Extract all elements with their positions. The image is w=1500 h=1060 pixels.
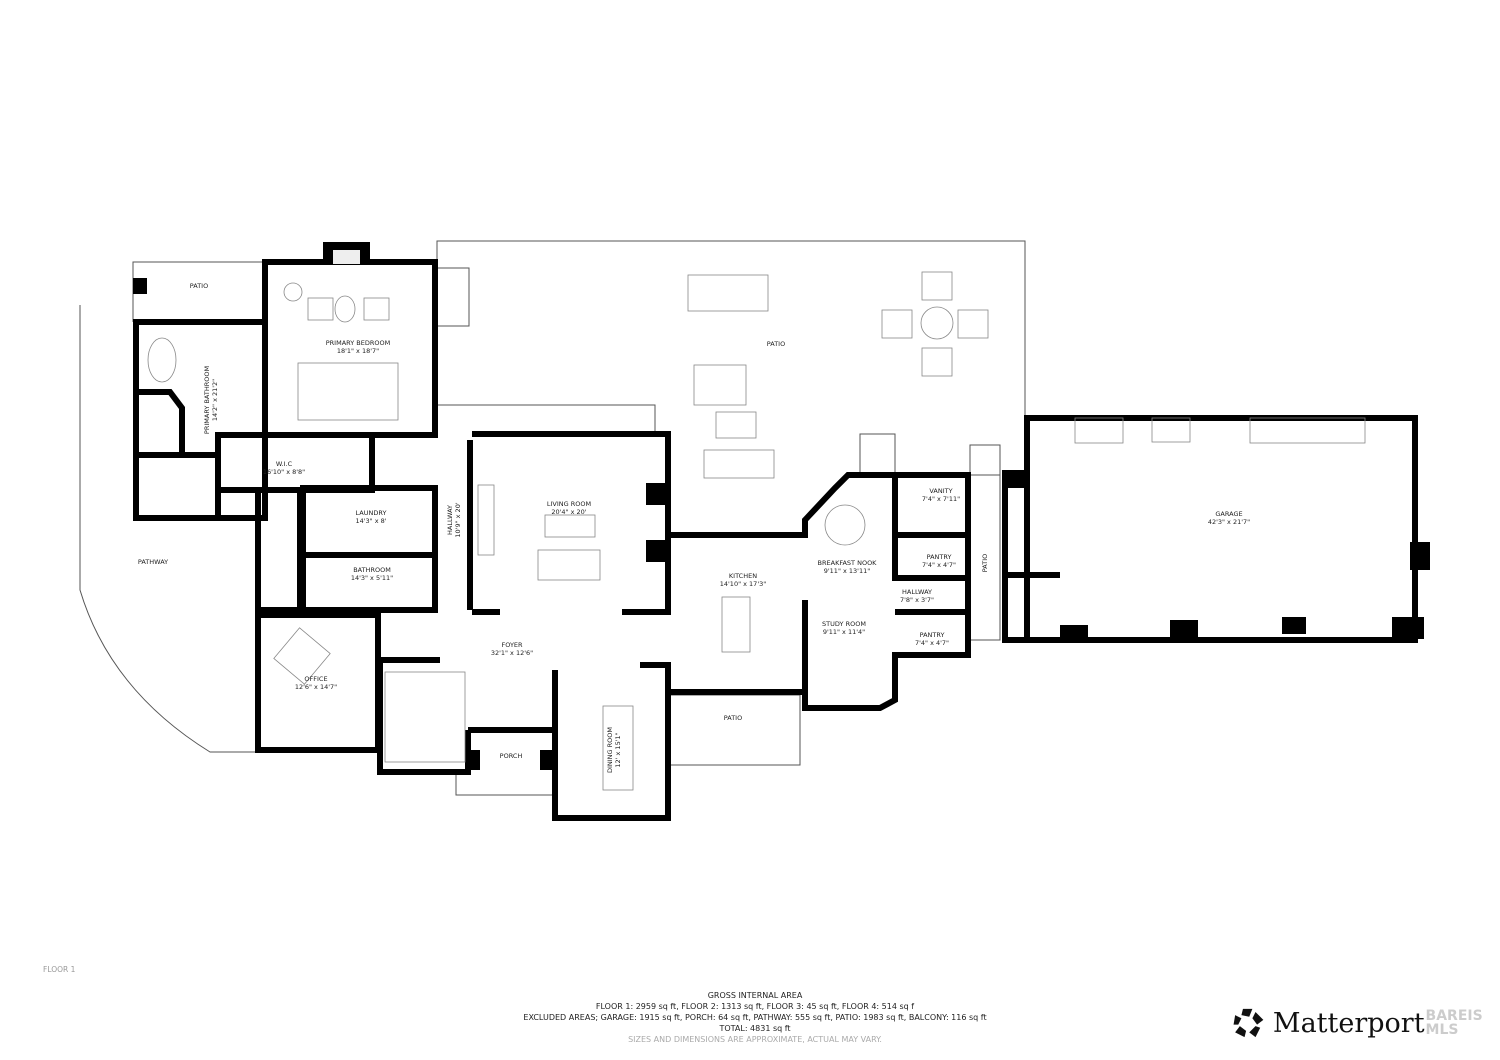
dims-hallway-main: 10'9" x 20': [454, 502, 462, 537]
dims-living-room: 20'4" x 20': [551, 508, 586, 516]
dims-primary-bedroom: 18'1" x 18'7": [337, 347, 379, 355]
dims-bathroom: 14'3" x 5'11": [351, 574, 393, 582]
outdoor-outlines: [79, 240, 1026, 796]
label-patio-left: PATIO: [190, 282, 208, 290]
dims-laundry: 14'3" x 8': [355, 517, 386, 525]
dims-study-room: 9'11" x 11'4": [823, 628, 865, 636]
dims-primary-bathroom: 14'2" x 21'2": [211, 379, 219, 421]
label-primary-bedroom: PRIMARY BEDROOM: [326, 339, 390, 347]
label-dining-room: DINING ROOM: [606, 727, 614, 773]
dims-dining-room: 12' x 15'1": [614, 732, 622, 767]
dims-garage: 42'3" x 21'7": [1208, 518, 1250, 526]
label-office: OFFICE: [304, 675, 327, 683]
dims-breakfast-nook: 9'11" x 13'11": [824, 567, 870, 575]
area-total: TOTAL: 4831 sq ft: [719, 1024, 791, 1033]
area-disclaimer: SIZES AND DIMENSIONS ARE APPROXIMATE, AC…: [628, 1035, 882, 1044]
label-living-room: LIVING ROOM: [547, 500, 591, 508]
area-heading: GROSS INTERNAL AREA: [707, 991, 803, 1000]
label-breakfast-nook: BREAKFAST NOOK: [818, 559, 878, 567]
label-patio-kitchen: PATIO: [724, 714, 742, 722]
label-kitchen: KITCHEN: [729, 572, 757, 580]
dims-office: 12'6" x 14'7": [295, 683, 337, 691]
area-floors: FLOOR 1: 2959 sq ft, FLOOR 2: 1313 sq ft…: [595, 1002, 915, 1011]
label-primary-bathroom: PRIMARY BATHROOM: [203, 366, 211, 434]
label-pathway: PATHWAY: [138, 558, 168, 566]
matterport-logo-icon: [1233, 1008, 1264, 1038]
label-wic: W.I.C: [276, 460, 293, 468]
walls: [133, 242, 1430, 821]
room-labels: PATIO PATIO PATIO PATIO PATHWAY PRIMARY …: [138, 282, 1250, 773]
matterport-branding: Matterport BAREIS MLS: [1232, 1003, 1500, 1043]
label-hallway-small: HALLWAY: [902, 588, 932, 596]
label-vanity: VANITY: [929, 487, 952, 495]
dims-pantry-2: 7'4" x 4'7": [915, 639, 949, 647]
dims-foyer: 32'1" x 12'6": [491, 649, 533, 657]
label-pantry-2: PANTRY: [920, 631, 945, 639]
label-study-room: STUDY ROOM: [822, 620, 866, 628]
label-garage: GARAGE: [1215, 510, 1242, 518]
matterport-logo-text: Matterport: [1272, 1007, 1425, 1039]
label-bathroom: BATHROOM: [353, 566, 391, 574]
patio-post: [133, 278, 147, 294]
label-hallway-main: HALLWAY: [446, 505, 454, 535]
label-porch: PORCH: [500, 752, 523, 760]
label-foyer: FOYER: [501, 641, 523, 649]
label-patio-side: PATIO: [981, 554, 989, 572]
dims-vanity: 7'4" x 7'11": [922, 495, 960, 503]
label-laundry: LAUNDRY: [356, 509, 387, 517]
label-pantry-1: PANTRY: [927, 553, 952, 561]
area-excluded: EXCLUDED AREAS; GARAGE: 1915 sq ft, PORC…: [523, 1013, 987, 1022]
dims-kitchen: 14'10" x 17'3": [720, 580, 766, 588]
furniture: [147, 271, 1366, 791]
dims-pantry-1: 7'4" x 4'7": [922, 561, 956, 569]
floor-label: FLOOR 1: [43, 965, 76, 974]
dims-hallway-small: 7'8" x 3'7": [900, 596, 934, 604]
dims-wic: 16'10" x 8'8": [263, 468, 305, 476]
area-summary: GROSS INTERNAL AREA FLOOR 1: 2959 sq ft,…: [500, 990, 1010, 1045]
mls-watermark: BAREIS MLS: [1425, 1008, 1483, 1038]
label-patio-main: PATIO: [767, 340, 785, 348]
